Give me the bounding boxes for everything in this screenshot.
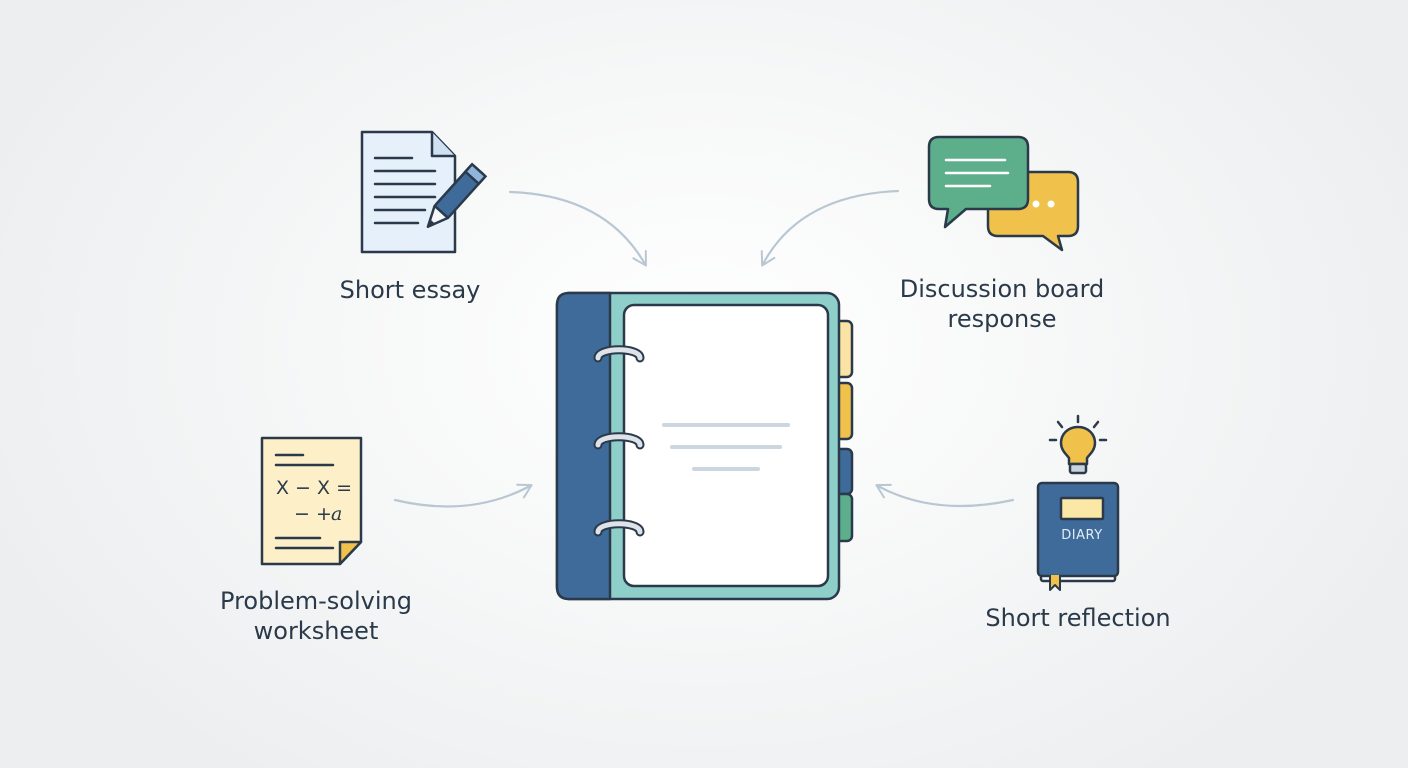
math-variable: a (331, 503, 342, 525)
math-worksheet-icon: X − X = − + a (260, 436, 363, 566)
label-discussion-board-response: Discussion board response (899, 275, 1105, 333)
label-problem-solving-worksheet: Problem-solving worksheet (220, 587, 412, 645)
lightbulb-icon (1048, 414, 1108, 475)
diary-with-lightbulb-icon: DIARY (1036, 414, 1120, 591)
binder-notebook-icon (555, 291, 854, 601)
label-short-reflection: Short reflection (985, 604, 1171, 632)
arrow-essay-to-binder (508, 190, 647, 267)
pen-icon (426, 162, 488, 229)
document-with-pen-icon (360, 130, 488, 254)
label-short-essay: Short essay (339, 276, 481, 304)
arrow-reflection-to-binder (875, 483, 1015, 508)
binder-ring-1 (593, 345, 645, 363)
diary-label: DIARY (1061, 528, 1102, 543)
binder-ring-2 (593, 432, 645, 450)
math-line-2: − + (294, 503, 332, 525)
chat-bubbles-icon (927, 135, 1080, 252)
arrow-discussion-to-binder (760, 189, 900, 267)
arrow-worksheet-to-binder (393, 483, 533, 508)
binder-ring-3 (593, 519, 645, 537)
math-line-1: X − X = (276, 477, 352, 499)
